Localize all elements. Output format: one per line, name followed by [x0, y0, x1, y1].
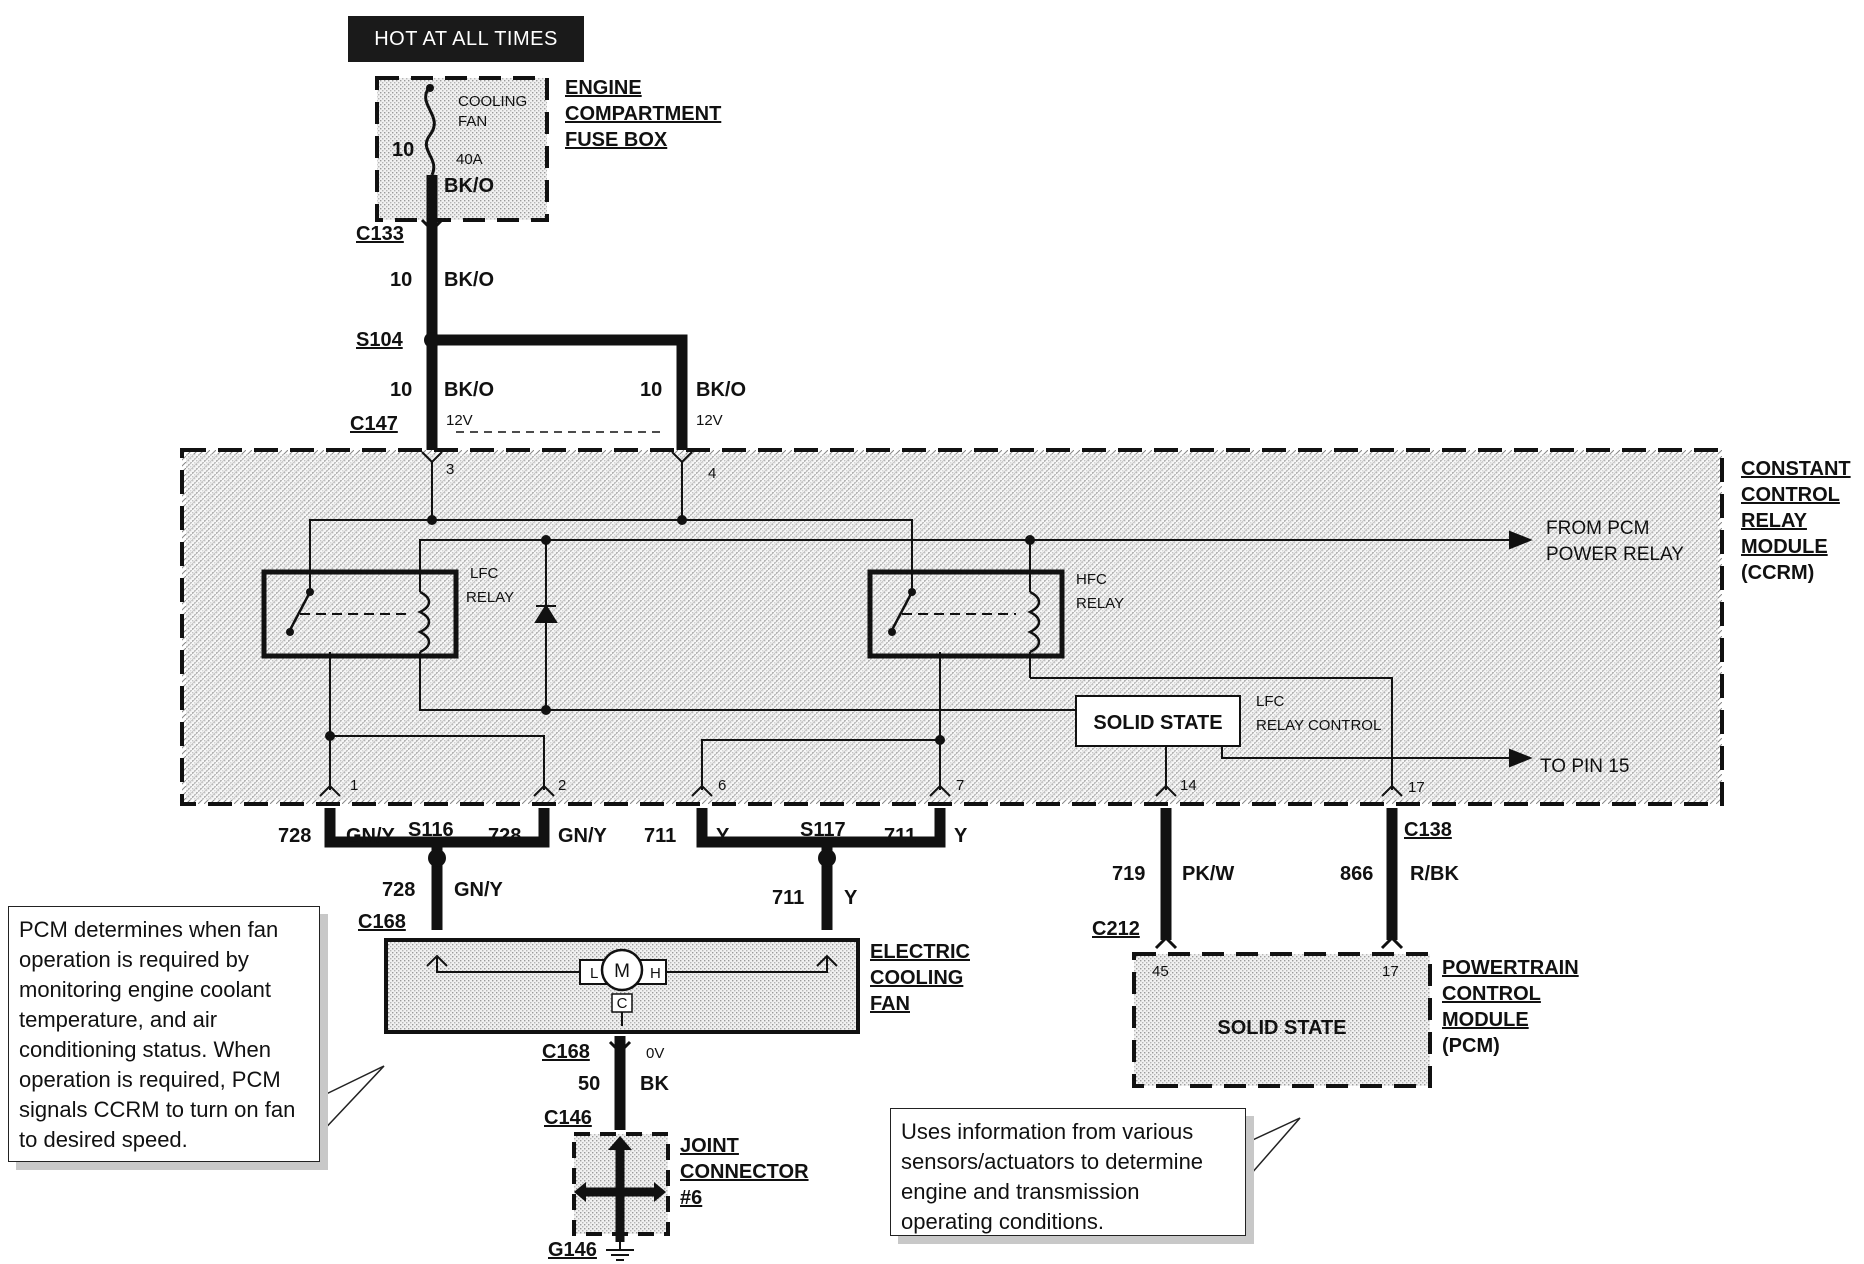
hfc-relay-label-2: RELAY	[1076, 595, 1124, 612]
ccrm-title-1: CONSTANT	[1741, 458, 1851, 480]
ground-voltage: 0V	[646, 1045, 664, 1062]
fan-motor-label: M	[614, 961, 630, 982]
lfc-relay	[261, 569, 459, 659]
ground-icon	[606, 1242, 634, 1261]
pcm-info-callout: Uses information from various sensors/ac…	[890, 1108, 1246, 1236]
connector-c138: C138	[1404, 819, 1452, 841]
feed-gauge: 10	[390, 269, 412, 291]
from-pcm-2: POWER RELAY	[1546, 544, 1684, 565]
pin-1: 1	[350, 777, 358, 794]
connector-c133: C133	[356, 223, 404, 245]
fan-title-2: COOLING	[870, 967, 963, 989]
high-color-c: Y	[844, 887, 858, 909]
fuse-gauge: 10	[392, 139, 414, 161]
low-circuit-b: 728	[488, 825, 521, 847]
low-color-b: GN/Y	[558, 825, 608, 847]
fuse-rating: 40A	[456, 151, 483, 168]
connector-c212: C212	[1092, 918, 1140, 940]
pcm-title-3: MODULE	[1442, 1009, 1529, 1031]
lfc-relay-label-1: LFC	[470, 565, 499, 582]
pcm-pin-17: 17	[1382, 963, 1399, 980]
branch-left-voltage: 12V	[446, 412, 473, 429]
pcm-solid-state: SOLID STATE	[1217, 1017, 1346, 1039]
branch-left-color: BK/O	[444, 379, 494, 401]
to-pin-15: TO PIN 15	[1540, 756, 1629, 777]
connector-s104: S104	[356, 329, 404, 351]
connector-c168-top: C168	[358, 911, 406, 933]
high-color-a: Y	[716, 825, 730, 847]
low-circuit-c: 728	[382, 879, 415, 901]
hfc-relay-label-1: HFC	[1076, 571, 1107, 588]
pin-3: 3	[446, 461, 454, 478]
from-pcm-1: FROM PCM	[1546, 518, 1649, 539]
joint-title-3: #6	[680, 1187, 702, 1209]
pin-2: 2	[558, 777, 566, 794]
low-circuit-a: 728	[278, 825, 311, 847]
high-color-b: Y	[954, 825, 968, 847]
pcm-outline	[1132, 952, 1432, 1088]
pcm-color-a: PK/W	[1182, 863, 1234, 885]
fuse-symbol	[424, 85, 436, 176]
branch-left-gauge: 10	[390, 379, 412, 401]
feed-color: BK/O	[444, 269, 494, 291]
low-color-a: GN/Y	[346, 825, 396, 847]
fuse-box-title-2: COMPARTMENT	[565, 103, 721, 125]
fuse-box-title-3: FUSE BOX	[565, 129, 668, 151]
fuse-box-outline	[375, 76, 549, 222]
branch-right-gauge: 10	[640, 379, 662, 401]
lfc-control-2: RELAY CONTROL	[1256, 717, 1381, 734]
fan-title-1: ELECTRIC	[870, 941, 970, 963]
ccrm-solid-state-label: SOLID STATE	[1093, 712, 1222, 734]
ground-gauge: 50	[578, 1073, 600, 1095]
fan-title-3: FAN	[870, 993, 910, 1015]
fan-low-terminal: L	[590, 965, 598, 982]
high-circuit-b: 711	[884, 825, 916, 847]
connector-c147: C147	[350, 413, 398, 435]
pin-7: 7	[956, 777, 964, 794]
pcm-determines-callout: PCM determines when fan operation is req…	[8, 906, 320, 1162]
ccrm-title-3: RELAY	[1741, 510, 1808, 532]
high-circuit-a: 711	[644, 825, 676, 847]
high-circuit-c: 711	[772, 887, 804, 909]
fan-motor	[600, 948, 644, 992]
fuse-box-title-1: ENGINE	[565, 77, 642, 99]
pcm-circuit-a: 719	[1112, 863, 1145, 885]
branch-right-color: BK/O	[696, 379, 746, 401]
ccrm-title-2: CONTROL	[1741, 484, 1840, 506]
fan-common-terminal: C	[617, 995, 628, 1012]
pin-17: 17	[1408, 779, 1425, 796]
ground-color: BK	[640, 1073, 669, 1095]
connector-s117: S117	[800, 819, 846, 841]
ccrm-solid-state	[1075, 695, 1241, 747]
pcm-title-2: CONTROL	[1442, 983, 1541, 1005]
fuse-wire-color: BK/O	[444, 175, 494, 197]
pin-14: 14	[1180, 777, 1197, 794]
low-color-c: GN/Y	[454, 879, 504, 901]
pcm-color-b: R/BK	[1410, 863, 1459, 885]
fuse-name-line2: FAN	[458, 113, 487, 130]
pcm-pin-45: 45	[1152, 963, 1169, 980]
power-source-label: HOT AT ALL TIMES	[348, 16, 584, 62]
hfc-relay	[867, 569, 1065, 659]
pin-6: 6	[718, 777, 726, 794]
connector-c146: C146	[544, 1107, 592, 1129]
pcm-title-4: (PCM)	[1442, 1035, 1500, 1057]
joint-title-1: JOINT	[680, 1135, 739, 1157]
connector-g146: G146	[548, 1239, 597, 1261]
connector-c168-bottom: C168	[542, 1041, 590, 1063]
lfc-relay-label-2: RELAY	[466, 589, 514, 606]
lfc-control-1: LFC	[1256, 693, 1285, 710]
ccrm-title-4: MODULE	[1741, 536, 1828, 558]
connector-s116: S116	[408, 819, 454, 841]
branch-right-voltage: 12V	[696, 412, 723, 429]
pin-4: 4	[708, 465, 716, 482]
pcm-title-1: POWERTRAIN	[1442, 957, 1579, 979]
fuse-name-line1: COOLING	[458, 93, 527, 110]
fan-high-terminal: H	[650, 965, 661, 982]
joint-title-2: CONNECTOR	[680, 1161, 809, 1183]
ccrm-title-5: (CCRM)	[1741, 562, 1814, 584]
pcm-circuit-b: 866	[1340, 863, 1373, 885]
